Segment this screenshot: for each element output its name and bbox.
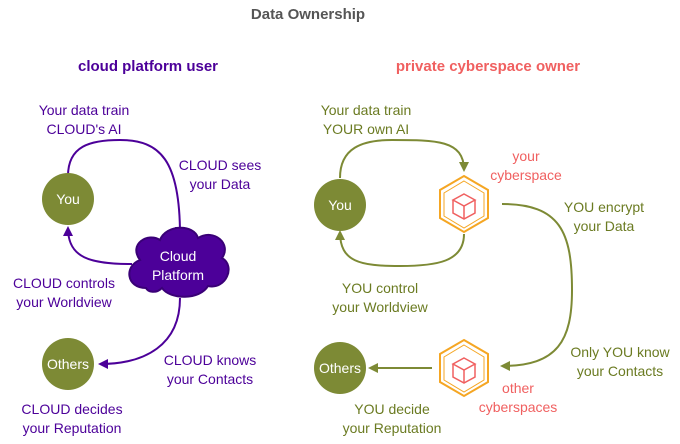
right-arrow-cyberspace-to-other: [500, 203, 574, 371]
left-knows-label-line1: CLOUD knows: [164, 352, 257, 368]
right-cyber-label-line2: cyberspace: [490, 167, 562, 183]
right-others-label: Others: [319, 360, 361, 376]
right-encrypt-label-line1: YOU encrypt: [564, 199, 644, 215]
right-train-label-line1: Your data train: [321, 102, 412, 118]
left-others-label: Others: [47, 356, 89, 372]
right-cyber-label-line1: your: [512, 148, 540, 164]
right-heading: private cyberspace owner: [396, 58, 580, 75]
other-cyberspaces-icon: [439, 338, 489, 398]
cloud-label-line1: Cloud: [160, 248, 197, 264]
cloud-shape: [128, 226, 230, 298]
left-train-label-line2: CLOUD's AI: [46, 121, 121, 137]
left-you-label: You: [56, 191, 80, 207]
right-control-label-line1: YOU control: [342, 280, 418, 296]
left-controls-label-line1: CLOUD controls: [13, 275, 115, 291]
right-you-label: You: [328, 197, 352, 213]
right-train-label-line2: YOUR own AI: [323, 121, 409, 137]
right-other-label-line1: other: [502, 380, 534, 396]
right-decide-label-line2: your Reputation: [343, 420, 442, 436]
left-decides-label-line2: your Reputation: [23, 420, 122, 436]
diagram-title: Data Ownership: [251, 6, 365, 23]
left-sees-label-line1: CLOUD sees: [179, 157, 261, 173]
cloud-platform-node: Cloud Platform: [128, 226, 230, 298]
right-decide-label-line1: YOU decide: [354, 401, 430, 417]
left-others-node: Others: [42, 338, 94, 390]
right-arrow-you-to-cyberspace: [339, 138, 469, 179]
right-control-label-line2: your Worldview: [332, 299, 428, 315]
right-encrypt-label-line2: your Data: [574, 218, 635, 234]
cube-icon: [451, 357, 477, 384]
left-arrow-cloud-to-others: [98, 297, 181, 369]
your-cyberspace-icon: [439, 174, 489, 234]
left-knows-label-line2: your Contacts: [167, 371, 253, 387]
left-heading: cloud platform user: [78, 58, 218, 75]
left-sees-label-line2: your Data: [190, 176, 251, 192]
cloud-label-line2: Platform: [152, 267, 204, 283]
right-arrow-cyberspace-to-you: [335, 230, 465, 268]
left-arrow-cloud-to-you: [63, 226, 133, 265]
left-decides-label-line1: CLOUD decides: [21, 401, 122, 417]
left-controls-label-line2: your Worldview: [16, 294, 112, 310]
left-train-label-line1: Your data train: [39, 102, 130, 118]
right-you-node: You: [314, 179, 366, 231]
right-know-label-line1: Only YOU know: [570, 344, 670, 360]
left-you-node: You: [42, 173, 94, 225]
cube-icon: [451, 193, 477, 220]
right-others-node: Others: [314, 342, 366, 394]
right-know-label-line2: your Contacts: [577, 363, 663, 379]
left-arrow-you-to-cloud: [67, 138, 185, 237]
right-other-label-line2: cyberspaces: [479, 399, 558, 415]
